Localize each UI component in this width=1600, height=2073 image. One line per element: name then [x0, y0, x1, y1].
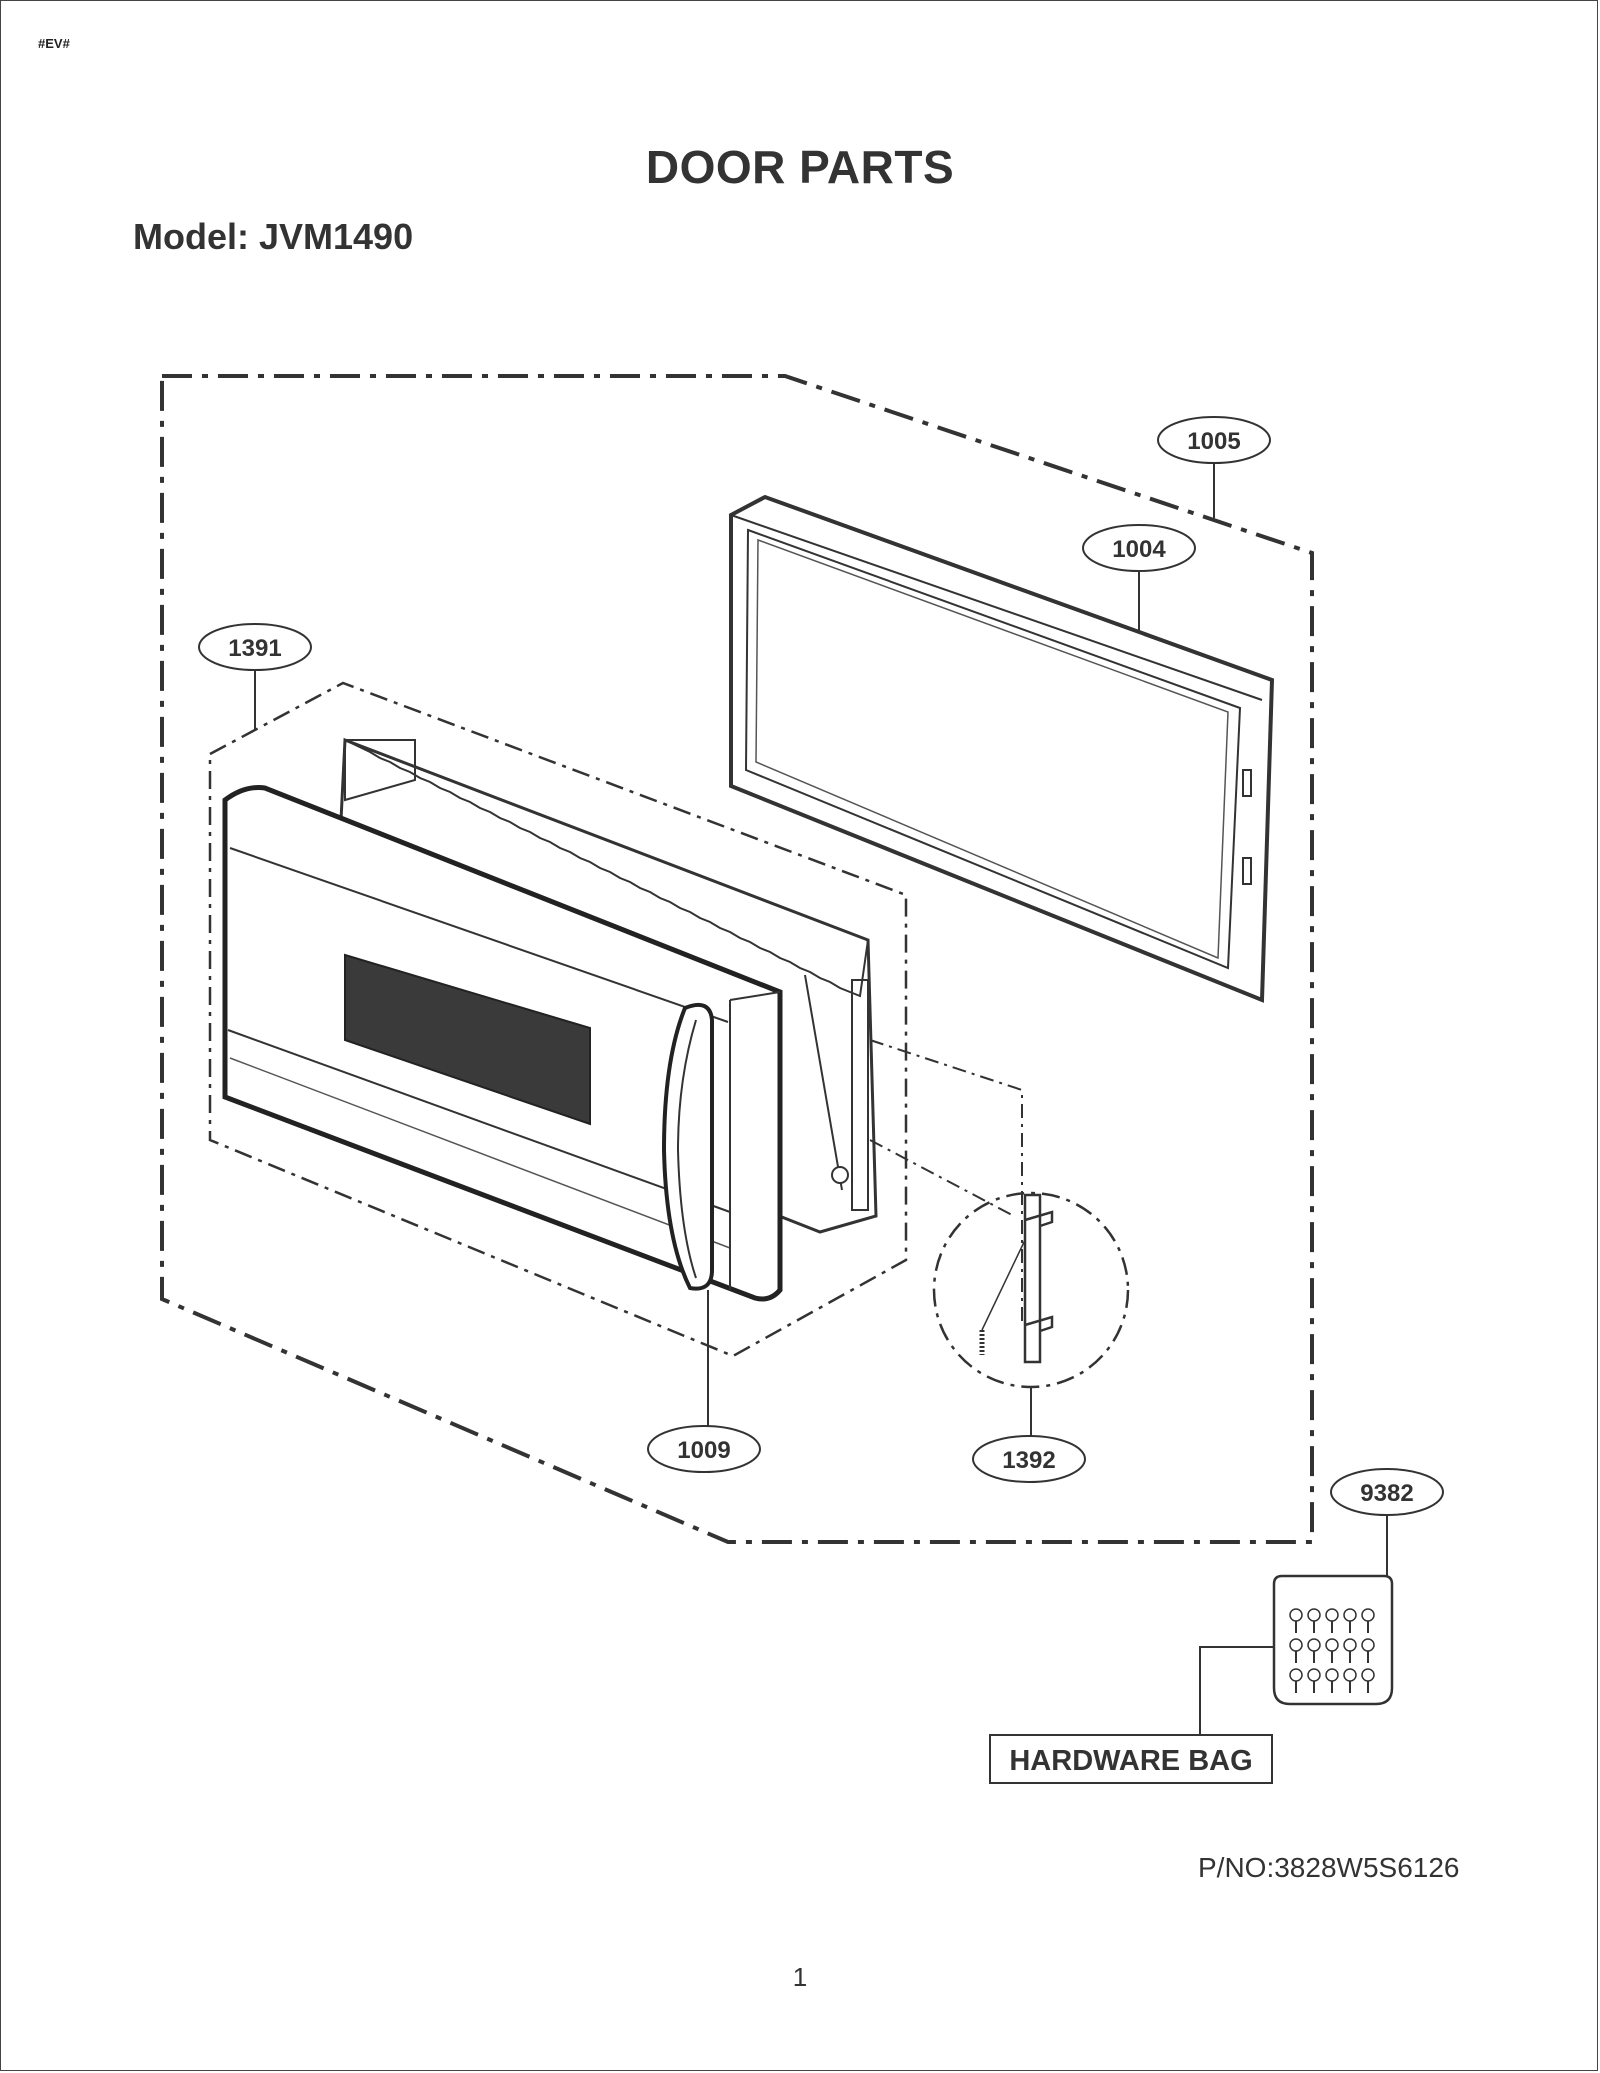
- hardware-bag-leader: [1199, 1646, 1274, 1735]
- callout-1009: [647, 1425, 761, 1473]
- assembly-boundary-1005: [160, 374, 1314, 1544]
- part-number: P/NO:3828W5S6126: [1198, 1852, 1460, 1883]
- hardware-bag-illustration: [1272, 1574, 1394, 1706]
- latch-leader-upper: [869, 1039, 1023, 1325]
- callout-1005: [1157, 416, 1271, 464]
- latch-leader-lower: [869, 1139, 1013, 1216]
- callout-1391-label: 1391: [228, 635, 281, 662]
- callout-1392: [972, 1435, 1086, 1483]
- callout-9382: [1330, 1468, 1444, 1516]
- assembly-boundary-1391: [208, 681, 908, 1358]
- page-number: 1: [792, 1962, 808, 1992]
- page-title: DOOR PARTS: [645, 141, 955, 193]
- door-assembly-1009: [222, 785, 783, 1302]
- latch-detail-1392: [932, 1191, 1130, 1389]
- callout-1004: [1082, 524, 1196, 572]
- header-tag: #EV#: [38, 36, 70, 51]
- hardware-bag-label: HARDWARE BAG: [1009, 1745, 1252, 1777]
- hardware-bag-label-box: [989, 1734, 1273, 1784]
- callout-1009-label: 1009: [677, 1437, 730, 1464]
- callout-1005-label: 1005: [1187, 428, 1240, 455]
- callout-9382-label: 9382: [1360, 1480, 1413, 1507]
- callout-1004-label: 1004: [1112, 536, 1166, 563]
- choke-frame-1004: [729, 494, 1275, 1003]
- callout-1391: [198, 623, 312, 671]
- model-label: Model: JVM1490: [133, 216, 414, 257]
- callout-1392-label: 1392: [1002, 1447, 1055, 1474]
